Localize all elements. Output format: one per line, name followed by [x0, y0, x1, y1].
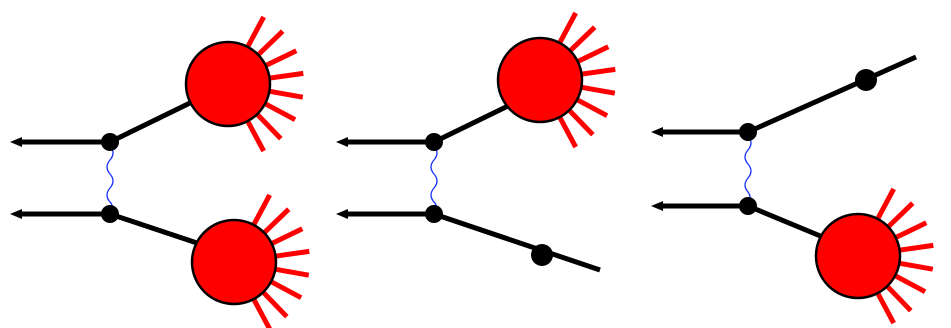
- diagram-single-dissociation-lower: [651, 54, 934, 325]
- emission-ray: [565, 25, 597, 56]
- emission-ray: [873, 187, 896, 224]
- vertex-lower: [425, 205, 443, 223]
- emission-ray: [267, 226, 304, 248]
- emission-ray: [249, 294, 272, 328]
- emission-ray: [577, 66, 616, 78]
- blob: [190, 218, 278, 306]
- emission-ray: [564, 105, 595, 137]
- emission-ray: [243, 15, 266, 52]
- ray-fan: [243, 15, 304, 153]
- emission-ray: [249, 193, 272, 230]
- emission-ray: [891, 220, 928, 242]
- emission-ray: [264, 88, 304, 100]
- vertex-lower: [101, 205, 119, 223]
- arrow-head-upper: [651, 127, 663, 137]
- ray-fan: [555, 11, 616, 149]
- ray-fan: [249, 193, 310, 328]
- outgoing-line-upper: [432, 103, 510, 145]
- emission-ray: [260, 99, 297, 122]
- dissociated-blob-upper: [496, 11, 616, 149]
- emission-ray: [259, 207, 291, 238]
- emission-ray: [265, 70, 304, 82]
- emission-ray: [258, 287, 289, 319]
- emission-ray: [555, 11, 578, 48]
- outgoing-line-upper: [108, 99, 194, 145]
- vertex-lower: [739, 197, 757, 215]
- dissociated-blob-lower: [814, 187, 934, 325]
- dissociated-blob-upper: [184, 15, 304, 153]
- emission-ray: [573, 44, 610, 66]
- blob: [184, 40, 272, 128]
- arrow-head-lower: [10, 209, 22, 219]
- vertex-upper: [101, 133, 119, 151]
- arrow-head-lower: [651, 201, 663, 211]
- intact-particle-lower: [531, 244, 553, 266]
- blob: [814, 212, 902, 300]
- outgoing-line-lower: [747, 203, 831, 243]
- arrow-head-upper: [10, 137, 22, 147]
- emission-ray: [890, 271, 927, 294]
- vertex-upper: [739, 123, 757, 141]
- intact-particle-upper: [855, 69, 877, 91]
- photon-exchange: [744, 135, 752, 203]
- emission-ray: [266, 277, 303, 300]
- photon-exchange: [106, 145, 114, 211]
- emission-ray: [883, 201, 915, 232]
- emission-ray: [253, 29, 285, 60]
- emission-ray: [243, 116, 266, 153]
- emission-ray: [882, 281, 913, 313]
- emission-ray: [252, 109, 283, 141]
- emission-ray: [572, 95, 609, 118]
- emission-ray: [873, 288, 896, 325]
- diagram-single-dissociation-upper: [336, 11, 616, 273]
- outgoing-line-lower: [109, 211, 201, 247]
- arrow-head-upper: [336, 137, 348, 147]
- arrow-head-lower: [336, 209, 348, 219]
- emission-ray: [271, 248, 310, 260]
- vertex-upper: [425, 133, 443, 151]
- outgoing-line-lower: [433, 211, 601, 273]
- emission-ray: [576, 84, 616, 96]
- emission-ray: [894, 260, 934, 272]
- ray-fan: [873, 187, 934, 325]
- emission-ray: [895, 242, 934, 254]
- emission-ray: [555, 112, 578, 149]
- outgoing-line-upper: [746, 54, 918, 135]
- blob: [496, 36, 584, 124]
- emission-ray: [270, 266, 310, 278]
- photon-exchange: [430, 145, 438, 211]
- diagram-double-dissociation: [10, 15, 310, 328]
- dissociated-blob-lower: [190, 193, 310, 328]
- emission-ray: [261, 48, 298, 70]
